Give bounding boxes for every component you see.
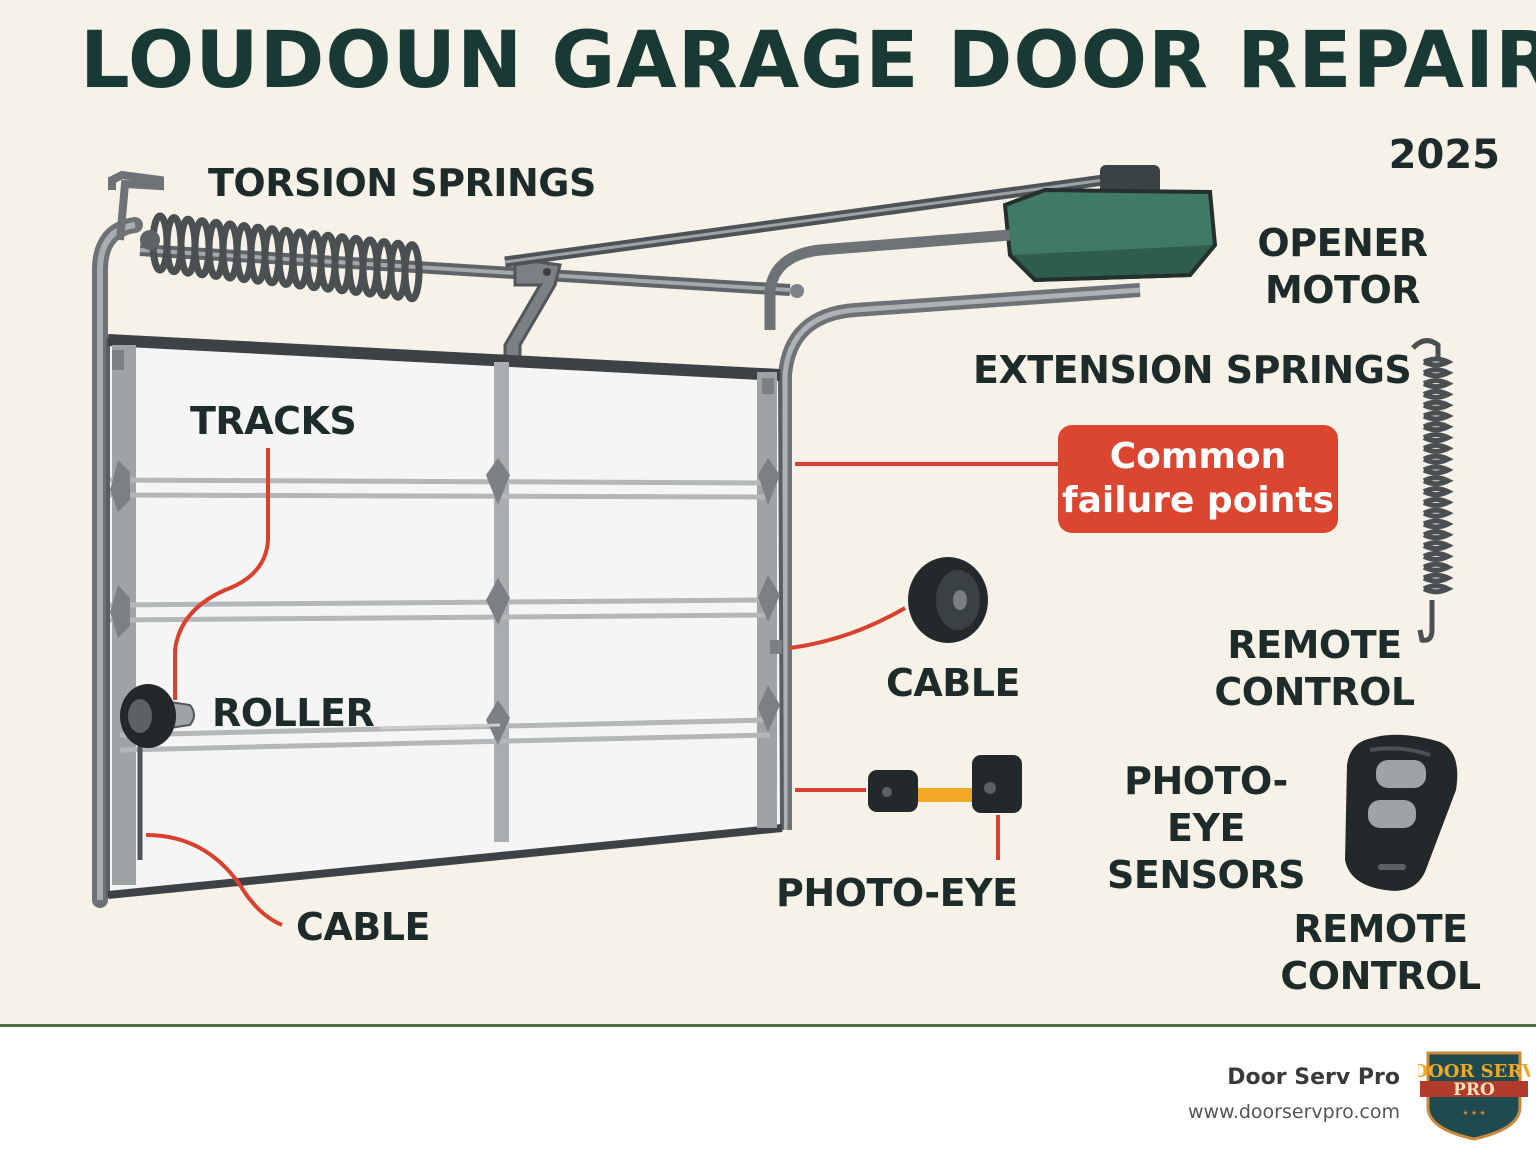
torsion-spring-icon <box>139 212 804 303</box>
label-tracks: TRACKS <box>190 399 357 443</box>
label-cable-right: CABLE <box>886 661 1020 705</box>
label-extension-springs: EXTENSION SPRINGS <box>973 348 1412 392</box>
door-panel <box>106 334 785 899</box>
label-opener-motor: OPENER MOTOR <box>1257 221 1428 312</box>
opener-rail <box>504 169 1141 268</box>
label-roller: ROLLER <box>212 691 375 735</box>
label-photo-eye-sensors: PHOTO-EYE SENSORS <box>1107 759 1305 897</box>
label-remote-control-top: REMOTE CONTROL <box>1214 623 1415 714</box>
page-title: LOUDOUN GARAGE DOOR REPAIR <box>80 16 1536 106</box>
label-cable-left: CABLE <box>296 905 430 949</box>
garage-door-diagram <box>92 165 1458 927</box>
left-track <box>92 170 164 908</box>
opener-motor-icon <box>1002 165 1218 283</box>
brand-url[interactable]: www.doorservpro.com <box>1187 1101 1400 1123</box>
remote-control-icon <box>1345 734 1458 891</box>
footer: Door Serv Pro www.doorservpro.com DOOR S… <box>0 1024 1536 1154</box>
leader-lines <box>145 448 1060 927</box>
roller-icon <box>120 684 195 860</box>
svg-text:★ ★ ★: ★ ★ ★ <box>1462 1109 1485 1117</box>
label-remote-control-bottom: REMOTE CONTROL <box>1280 907 1481 998</box>
photo-eye-sensor-icon <box>868 755 1022 813</box>
cable-pulley-icon <box>908 557 988 643</box>
svg-text:DOOR SERV: DOOR SERV <box>1418 1061 1530 1082</box>
svg-text:PRO: PRO <box>1453 1080 1495 1100</box>
label-photo-eye: PHOTO-EYE <box>776 871 1018 915</box>
right-horizontal-track <box>764 229 1141 830</box>
callout-common-failure-points: Common failure points <box>1058 425 1338 533</box>
extension-spring-icon <box>1411 338 1454 643</box>
brand-name: Door Serv Pro <box>1227 1065 1400 1090</box>
label-torsion-springs: TORSION SPRINGS <box>208 161 596 205</box>
year-label: 2025 <box>1388 132 1500 178</box>
brand-logo: DOOR SERV PRO ★ ★ ★ <box>1418 1051 1530 1141</box>
